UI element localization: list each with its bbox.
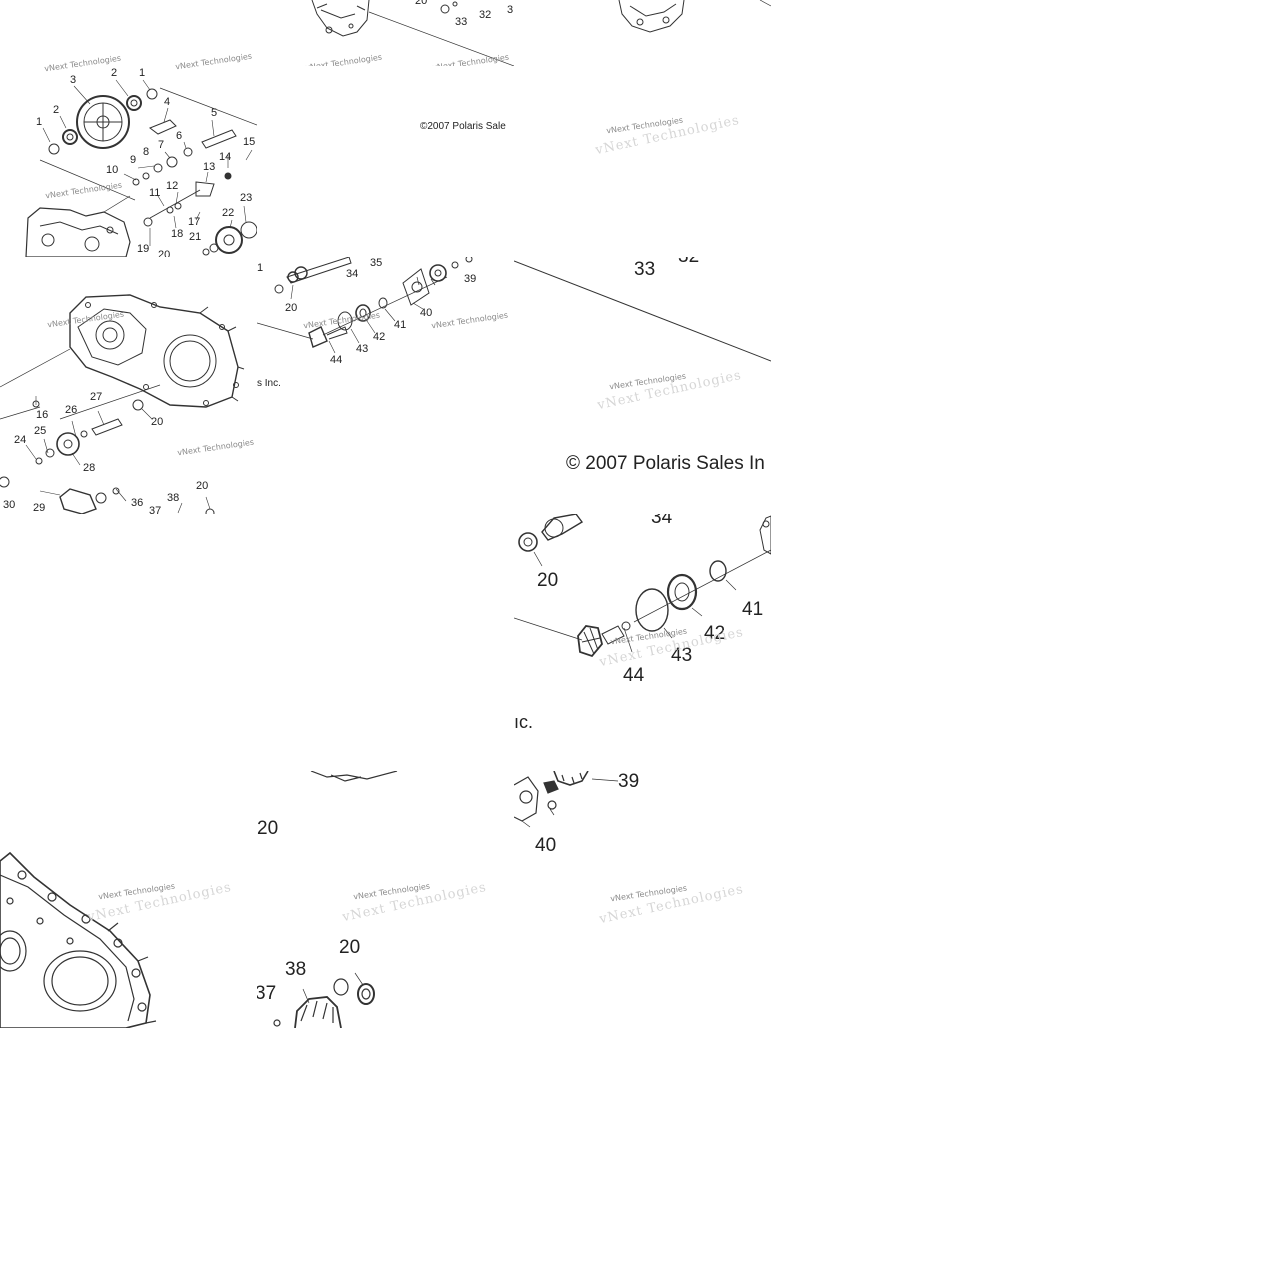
callout-20: 20 bbox=[151, 416, 164, 428]
callout-30: 30 bbox=[3, 499, 16, 511]
callout-1-clipped: 1 bbox=[257, 262, 264, 274]
callout-26: 26 bbox=[65, 404, 78, 416]
copyright-text: © 2007 Polaris Sales In bbox=[566, 453, 765, 474]
callout-24: 24 bbox=[14, 434, 27, 446]
housing-top-drawing bbox=[311, 0, 514, 66]
callout-21: 21 bbox=[189, 231, 202, 243]
callout-22: 22 bbox=[222, 207, 235, 219]
callout-28: 28 bbox=[83, 462, 96, 474]
callout-34: 34 bbox=[346, 268, 359, 280]
callout-37-clipped: 37 bbox=[257, 983, 277, 1004]
callout-27: 27 bbox=[90, 391, 103, 403]
callout-2: 2 bbox=[53, 104, 60, 116]
zoom-38-drawing bbox=[273, 771, 398, 1028]
callout-12: 12 bbox=[166, 180, 179, 192]
callout-20: 20 bbox=[257, 818, 279, 839]
diagram-tile-exploded-middle: 34 35 20 44 43 42 41 40 39 1 vNext Techn… bbox=[257, 257, 514, 377]
callout-25: 25 bbox=[34, 425, 47, 437]
callout-6: 6 bbox=[176, 130, 183, 142]
callout-38: 38 bbox=[285, 959, 307, 980]
callout-10: 10 bbox=[106, 164, 119, 176]
diagram-tile-zoom-39-40: 39 40 vNext Technologies vNext Technolog… bbox=[514, 771, 771, 1028]
callout-16: 16 bbox=[36, 409, 49, 421]
callout-14: 14 bbox=[219, 151, 232, 163]
callout-38: 38 bbox=[167, 492, 180, 504]
callout-20: 20 bbox=[285, 302, 298, 314]
diagram-tile-zoom-38: 20 20 38 37 vNext Technologies vNext Tec… bbox=[257, 771, 514, 1028]
callout-1: 1 bbox=[36, 116, 43, 128]
callout-1: 1 bbox=[139, 67, 146, 79]
housing-top-right-drawing bbox=[618, 0, 771, 33]
callout-40: 40 bbox=[535, 835, 557, 856]
diagram-tile-housing-top-right bbox=[514, 0, 771, 66]
callout-39: 39 bbox=[618, 771, 640, 792]
callout-20: 20 bbox=[339, 937, 361, 958]
callout-32: 32 bbox=[479, 9, 492, 21]
callout-20: 20 bbox=[196, 480, 209, 492]
callout-34-clipped: 34 bbox=[651, 514, 673, 528]
callout-32-clipped: 32 bbox=[678, 257, 699, 266]
callout-33: 33 bbox=[634, 259, 656, 280]
callout-20: 20 bbox=[537, 570, 559, 591]
callout-3-clipped: 3 bbox=[507, 4, 514, 16]
callout-17: 17 bbox=[188, 216, 201, 228]
callout-13: 13 bbox=[203, 161, 216, 173]
callout-43: 43 bbox=[671, 645, 693, 666]
copyright-text: s Inc. bbox=[257, 378, 281, 389]
callout-39: 39 bbox=[464, 273, 477, 285]
callout-7: 7 bbox=[158, 139, 165, 151]
callout-2: 2 bbox=[111, 67, 118, 79]
callout-36: 36 bbox=[131, 497, 144, 509]
callout-15: 15 bbox=[243, 136, 256, 148]
diagram-tile-housing-top: 20 33 32 3 vNext Technologies vNext Tech… bbox=[257, 0, 514, 66]
copyright-text: ©2007 Polaris Sale bbox=[420, 121, 506, 132]
diagram-tile-zoom-33: 33 32 vNext Technologies vNext Technolog… bbox=[514, 257, 771, 514]
callout-44: 44 bbox=[330, 354, 343, 366]
callout-40: 40 bbox=[420, 307, 433, 319]
callout-42: 42 bbox=[704, 623, 726, 644]
exploded-middle-drawing bbox=[257, 257, 473, 354]
diagram-tile-exploded-left: 3 2 1 2 1 4 5 6 7 8 9 10 15 14 13 11 12 … bbox=[0, 0, 257, 257]
callout-11: 11 bbox=[149, 187, 161, 199]
callout-44: 44 bbox=[623, 665, 645, 686]
callout-23: 23 bbox=[240, 192, 253, 204]
callout-8: 8 bbox=[143, 146, 150, 158]
callout-41: 41 bbox=[742, 599, 764, 620]
callout-18: 18 bbox=[171, 228, 184, 240]
callout-42: 42 bbox=[373, 331, 386, 343]
callout-9: 9 bbox=[130, 154, 137, 166]
zoom-33-drawing bbox=[514, 260, 771, 362]
callout-4: 4 bbox=[164, 96, 171, 108]
housing-left-drawing bbox=[0, 294, 245, 514]
callout-35: 35 bbox=[370, 257, 383, 269]
callout-29: 29 bbox=[33, 502, 46, 514]
zoom-housing-drawing bbox=[0, 851, 157, 1028]
diagram-tile-zoom-pinion: 34 20 41 42 43 44 vNext Technologies vNe… bbox=[514, 514, 771, 771]
callout-33: 33 bbox=[455, 16, 468, 28]
diagram-tile-zoom-housing: vNext Technologies vNext Technologies bbox=[0, 771, 257, 1028]
callout-20: 20 bbox=[415, 0, 428, 7]
callout-43: 43 bbox=[356, 343, 369, 355]
callout-20: 20 bbox=[158, 249, 171, 258]
zoom-39-40-drawing bbox=[514, 771, 619, 828]
exploded-left-drawing bbox=[25, 79, 257, 257]
callout-37: 37 bbox=[149, 505, 162, 515]
diagram-tile-watermark-a: vNext Technologies vNext Technologies bbox=[514, 66, 771, 257]
callout-19: 19 bbox=[137, 243, 150, 255]
callout-41: 41 bbox=[394, 319, 407, 331]
zoom-pinion-drawing bbox=[514, 514, 771, 658]
callout-5: 5 bbox=[211, 107, 218, 119]
diagram-tile-housing-left: 16 26 27 20 24 25 28 30 29 36 38 37 20 v… bbox=[0, 257, 257, 514]
callout-3: 3 bbox=[70, 74, 77, 86]
copyright-text: ıc. bbox=[514, 712, 534, 732]
